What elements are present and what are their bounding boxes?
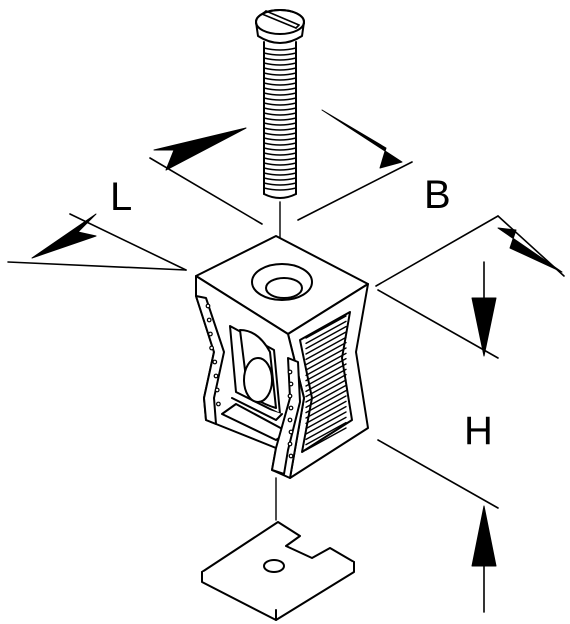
arrow-l-lower (31, 213, 97, 259)
thread-line (263, 67, 297, 71)
edge-hole (206, 317, 212, 323)
thread-line (263, 137, 297, 141)
serration-line (305, 421, 347, 446)
thread-line (263, 87, 297, 91)
serration-line (305, 363, 347, 387)
edge-hole (213, 373, 219, 379)
serration-line (305, 416, 347, 441)
serration-line (305, 352, 347, 377)
arrow-b-upper (321, 109, 403, 169)
serration-line (305, 373, 347, 398)
edge-hole (288, 381, 294, 387)
thread-line (263, 127, 297, 131)
serration-line (305, 325, 347, 350)
serration-line (305, 315, 347, 339)
dim-line-h-bottom (377, 439, 499, 509)
thread-line (263, 97, 297, 101)
edge-hole (287, 441, 293, 447)
thread-line (263, 72, 297, 76)
serration-line (305, 389, 347, 414)
serration-line (305, 427, 347, 451)
thread-line (263, 157, 297, 161)
thread-line (263, 92, 297, 96)
serration-line (305, 384, 347, 409)
thread-line (263, 132, 297, 136)
edge-hole (288, 429, 294, 435)
serration-line (305, 400, 347, 425)
edge-hole (209, 345, 215, 351)
arrow-b-lower (497, 227, 563, 273)
thread-line (263, 177, 297, 181)
screw-thread (263, 41, 297, 199)
thread-line (263, 112, 297, 116)
thread-line (263, 47, 297, 51)
thread-line (263, 147, 297, 151)
edge-hole (288, 453, 294, 459)
thread-line (263, 182, 297, 186)
edge-hole (287, 417, 293, 423)
edge-hole (215, 401, 221, 407)
arrow-h-top (471, 297, 497, 357)
thread-line (263, 82, 297, 86)
arrow-h-bottom (471, 505, 497, 567)
dimension-label-l: L (110, 175, 132, 219)
thread-line (263, 122, 297, 126)
thread-line (263, 107, 297, 111)
clamp-body (195, 235, 369, 479)
thread-line (263, 152, 297, 156)
edge-hole (287, 393, 293, 399)
thread-line (263, 172, 297, 176)
thread-line (263, 102, 297, 106)
thread-line (263, 167, 297, 171)
dimension-label-b: B (424, 173, 451, 217)
dimension-label-h: H (464, 409, 493, 453)
serration-line (305, 341, 347, 366)
thread-line (263, 52, 297, 56)
serration-line (305, 336, 347, 361)
serration-line (305, 347, 347, 371)
serration-line (305, 405, 347, 430)
serration-line (305, 320, 347, 345)
edge-hole (287, 369, 293, 375)
edge-hole (288, 405, 294, 411)
dimension-arrows (31, 109, 563, 567)
dim-line-b-left (297, 161, 413, 221)
arrow-l-upper (153, 127, 247, 171)
screw (255, 9, 305, 243)
thread-line (263, 77, 297, 81)
serration-line (305, 331, 347, 355)
thread-line (263, 117, 297, 121)
dim-line-l-bottom (7, 261, 187, 271)
edge-hole (207, 331, 213, 337)
thread-line (263, 57, 297, 61)
thread-line (263, 62, 297, 66)
serration-line (305, 357, 347, 382)
serration-line (305, 411, 347, 435)
base-plate (201, 521, 355, 621)
edge-hole (214, 387, 220, 393)
thread-line (263, 187, 297, 191)
serration-line (305, 379, 347, 403)
dim-line-b-right (375, 215, 499, 287)
edge-hole (212, 359, 218, 365)
thread-line (263, 162, 297, 166)
dim-line-h-top (377, 289, 499, 359)
thread-line (263, 142, 297, 146)
edge-hole (205, 303, 211, 309)
serration-line (305, 395, 347, 419)
base-plate-hole (263, 559, 285, 573)
serration-line (305, 368, 347, 393)
screw-head (255, 9, 305, 44)
